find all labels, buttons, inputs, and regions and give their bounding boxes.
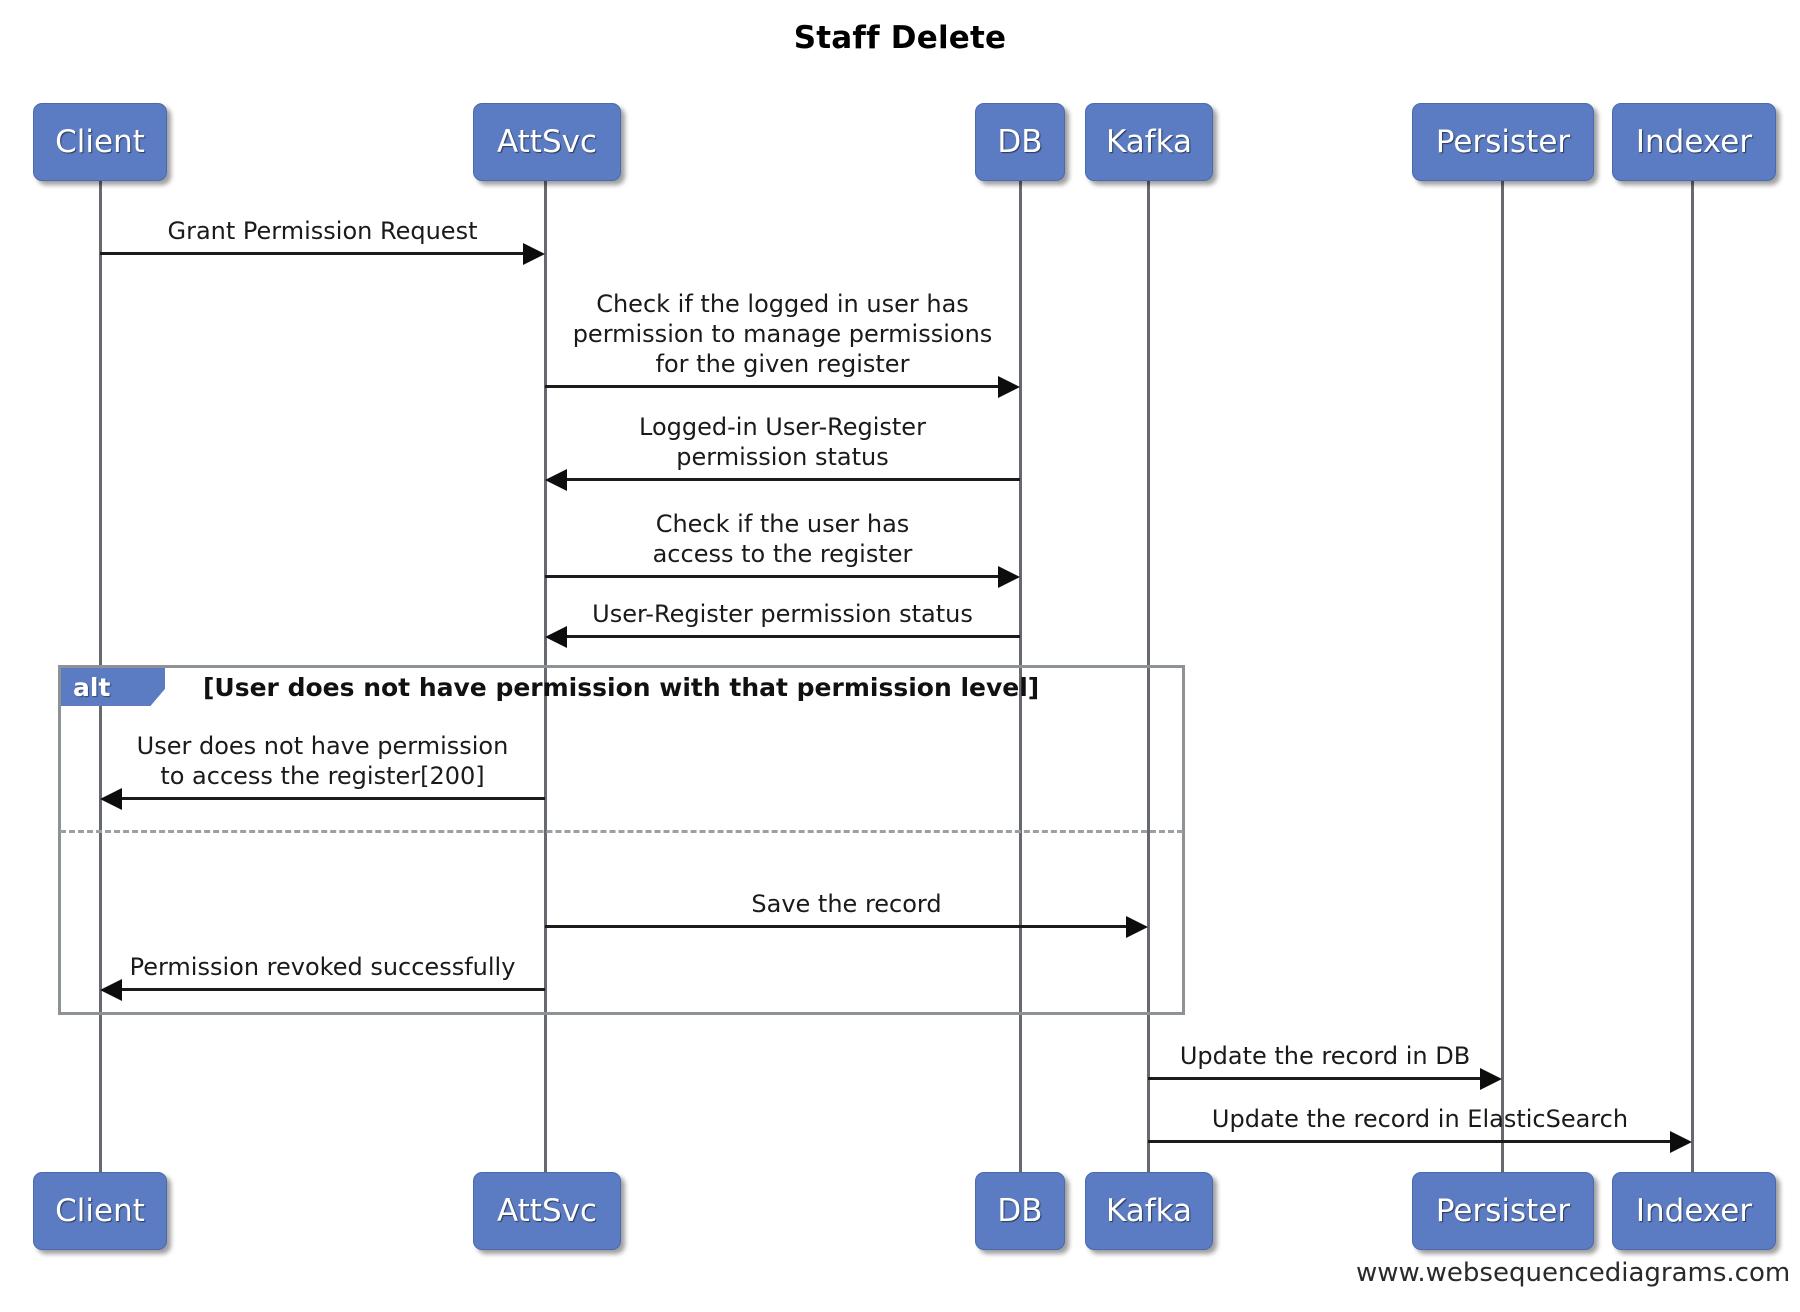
message-arrowhead-m10	[1670, 1130, 1692, 1153]
participant-client-bottom[interactable]: Client	[33, 1172, 167, 1250]
participant-db-bottom[interactable]: DB	[975, 1172, 1065, 1250]
message-line-m8	[122, 988, 545, 991]
message-label-m5: User-Register permission status	[592, 600, 973, 628]
message-line-m7	[545, 925, 1126, 928]
message-line-m6	[122, 797, 545, 800]
message-arrowhead-m1	[523, 242, 545, 265]
page-title: Staff Delete	[793, 20, 1007, 56]
footer-watermark: www.websequencediagrams.com	[1356, 1258, 1791, 1288]
participant-indexer-top[interactable]: Indexer	[1612, 103, 1776, 181]
message-line-m9	[1148, 1077, 1480, 1080]
alt-fragment-frame	[58, 665, 1185, 1015]
message-arrowhead-m7	[1126, 915, 1148, 938]
message-label-m4: Check if the user has access to the regi…	[652, 510, 913, 568]
participant-indexer-bottom[interactable]: Indexer	[1612, 1172, 1776, 1250]
message-label-m10: Update the record in ElasticSearch	[1211, 1105, 1629, 1133]
lifeline-db	[1019, 181, 1022, 1172]
message-line-m3	[567, 478, 1020, 481]
alt-fragment-condition: [User does not have permission with that…	[203, 673, 1040, 702]
message-label-m6: User does not have permission to access …	[136, 732, 509, 790]
participant-persister-bottom[interactable]: Persister	[1412, 1172, 1594, 1250]
participant-kafka-top[interactable]: Kafka	[1085, 103, 1213, 181]
message-arrowhead-m2	[998, 375, 1020, 398]
alt-fragment-tag: alt	[61, 668, 165, 706]
message-arrowhead-m5	[545, 625, 567, 648]
participant-attsvc-bottom[interactable]: AttSvc	[473, 1172, 621, 1250]
lifeline-persister	[1501, 181, 1504, 1172]
lifeline-kafka	[1147, 181, 1150, 1172]
message-line-m2	[545, 385, 998, 388]
lifeline-attsvc	[544, 181, 547, 1172]
participant-client-top[interactable]: Client	[33, 103, 167, 181]
message-label-m8: Permission revoked successfully	[129, 953, 516, 981]
alt-fragment-divider	[60, 830, 1183, 833]
message-label-m9: Update the record in DB	[1179, 1042, 1471, 1070]
message-label-m1: Grant Permission Request	[167, 217, 478, 245]
message-label-m7: Save the record	[751, 890, 942, 918]
participant-kafka-bottom[interactable]: Kafka	[1085, 1172, 1213, 1250]
participant-db-top[interactable]: DB	[975, 103, 1065, 181]
participant-attsvc-top[interactable]: AttSvc	[473, 103, 621, 181]
message-label-m3: Logged-in User-Register permission statu…	[639, 413, 926, 471]
lifeline-indexer	[1691, 181, 1694, 1172]
message-line-m5	[567, 635, 1020, 638]
message-arrowhead-m3	[545, 468, 567, 491]
message-arrowhead-m6	[100, 787, 122, 810]
participant-persister-top[interactable]: Persister	[1412, 103, 1594, 181]
message-line-m1	[100, 252, 523, 255]
message-line-m4	[545, 575, 998, 578]
message-arrowhead-m9	[1480, 1067, 1502, 1090]
message-label-m2: Check if the logged in user has permissi…	[572, 290, 993, 378]
message-arrowhead-m4	[998, 565, 1020, 588]
message-arrowhead-m8	[100, 978, 122, 1001]
message-line-m10	[1148, 1140, 1670, 1143]
